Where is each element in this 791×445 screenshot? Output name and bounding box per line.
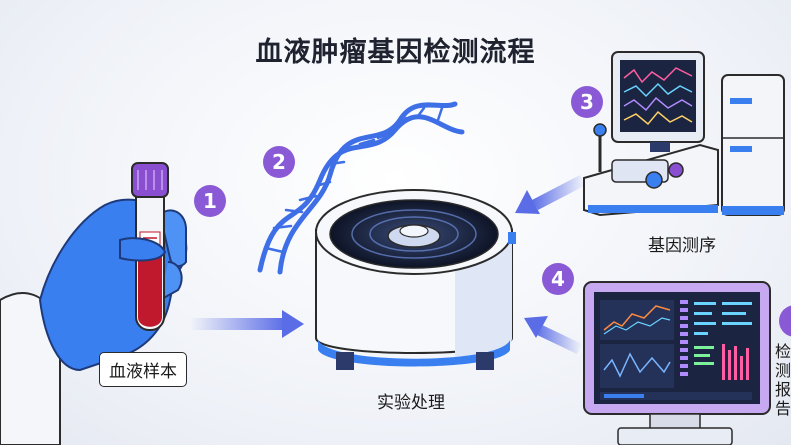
sequencer-machine-icon bbox=[583, 51, 785, 217]
diagram-title: 血液肿瘤基因检测流程 bbox=[255, 37, 536, 68]
step-1-label: 血液样本 bbox=[99, 352, 187, 387]
blood-sample-illustration bbox=[0, 162, 188, 445]
step-3-label: 基因测序 bbox=[648, 236, 716, 256]
step-3-badge: 3 bbox=[571, 86, 603, 118]
step-5-badge-partial bbox=[779, 305, 791, 337]
flow-arrow-4-to-2 bbox=[524, 316, 582, 354]
flow-arrow-3-to-2 bbox=[515, 175, 586, 214]
step-4-label: 检测报告 bbox=[775, 342, 791, 418]
flow-arrow-1-to-2 bbox=[190, 310, 304, 338]
tube-cap bbox=[131, 162, 169, 198]
step-2-badge: 2 bbox=[263, 146, 295, 178]
centrifuge-icon bbox=[315, 189, 516, 370]
blood-fill bbox=[138, 255, 162, 327]
step-2-label: 实验处理 bbox=[377, 393, 445, 413]
report-monitor-icon bbox=[583, 281, 771, 445]
step-1-badge: 1 bbox=[194, 185, 226, 217]
dna-helix-icon bbox=[257, 101, 465, 275]
step-4-badge: 4 bbox=[542, 263, 574, 295]
